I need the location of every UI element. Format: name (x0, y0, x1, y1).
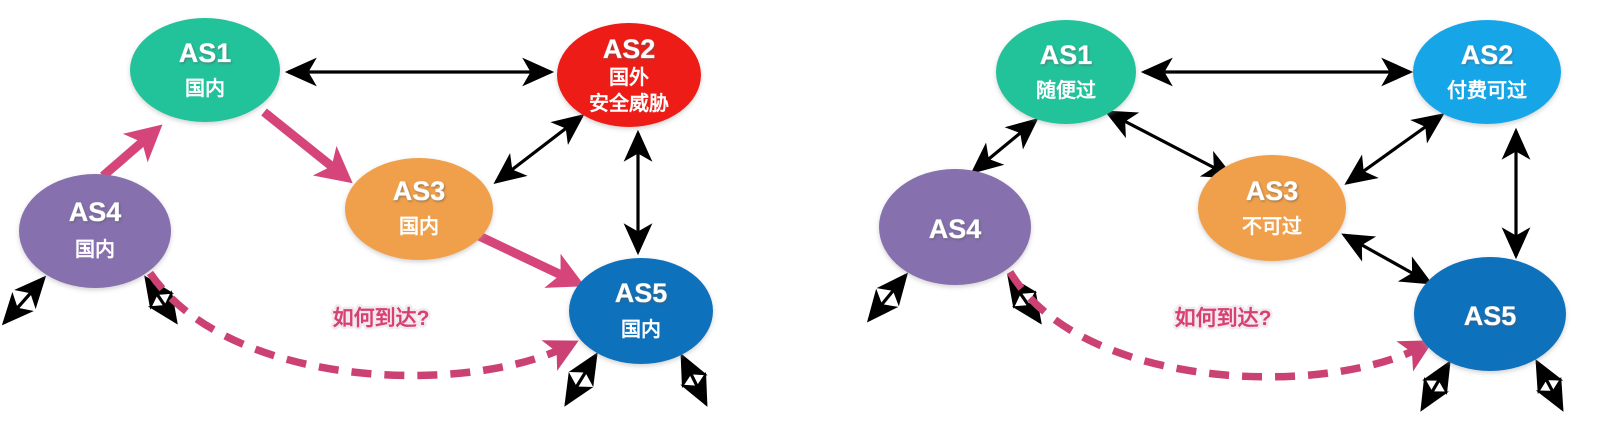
node-left-as2[interactable]: AS2 国外 安全威胁 (557, 23, 701, 127)
right-how-to-reach-label: 如何到达? (1175, 306, 1272, 330)
edge-left-as4-stub-left (1, 275, 47, 326)
node-left-as1-shape[interactable] (130, 18, 280, 122)
node-left-as4-sub: 国内 (75, 237, 115, 261)
node-left-as2-sub1: 国外 (609, 65, 649, 89)
edge-left-as5-stub-left (564, 352, 598, 407)
edge-right-as3-as5 (1341, 233, 1433, 285)
node-left-as3-id: AS3 (393, 176, 446, 206)
node-right-as1[interactable]: AS1 随便过 (996, 20, 1136, 124)
node-right-as2[interactable]: AS2 付费可过 (1413, 20, 1561, 124)
left-diagram-edges (1, 57, 708, 407)
node-left-as1[interactable]: AS1 国内 (130, 18, 280, 122)
edge-left-question-as4-as5 (146, 270, 579, 380)
node-left-as5-sub: 国内 (621, 317, 661, 341)
edge-right-as4-stub-left (866, 272, 909, 323)
node-right-as1-shape[interactable] (996, 20, 1136, 124)
node-left-as3[interactable]: AS3 国内 (345, 158, 493, 260)
right-diagram-nodes: AS1 随便过 AS2 付费可过 AS3 不可过 AS4 AS5 如 (879, 20, 1566, 371)
node-right-as4[interactable]: AS4 (879, 169, 1031, 285)
edge-left-as4-stub-right (144, 275, 178, 325)
node-left-as4[interactable]: AS4 国内 (19, 174, 171, 288)
edge-right-question-as4-as5 (1006, 270, 1434, 381)
left-diagram-nodes: AS1 国内 AS2 国外 安全威胁 AS3 国内 AS4 国内 (19, 18, 713, 364)
edge-right-as5-stub-right (1535, 359, 1564, 412)
node-right-as3-id: AS3 (1246, 176, 1299, 206)
edge-left-path-as1-as3 (261, 108, 353, 184)
node-left-as1-id: AS1 (179, 38, 232, 68)
edge-right-as5-stub-left (1420, 360, 1451, 412)
node-left-as4-shape[interactable] (19, 174, 171, 288)
right-diagram-edges (866, 57, 1564, 412)
node-right-as1-sub: 随便过 (1036, 78, 1096, 102)
edge-left-as5-stub-right (680, 353, 708, 407)
node-left-as5-shape[interactable] (569, 258, 713, 364)
node-left-as2-shape[interactable] (557, 23, 701, 127)
node-left-as3-shape[interactable] (345, 158, 493, 260)
node-right-as3-sub: 不可过 (1242, 215, 1302, 238)
node-right-as5-id: AS5 (1464, 301, 1517, 331)
node-right-as2-shape[interactable] (1413, 20, 1561, 124)
left-how-to-reach-label: 如何到达? (333, 306, 430, 330)
node-right-as2-sub: 付费可过 (1447, 78, 1527, 102)
edge-right-as3-as2 (1344, 113, 1445, 185)
edge-left-as3-as2 (493, 114, 585, 184)
edge-right-as1-as4 (970, 117, 1039, 175)
node-right-as1-id: AS1 (1040, 40, 1093, 70)
node-right-as3-shape[interactable] (1198, 155, 1346, 261)
edge-left-path-as3-as5 (475, 230, 585, 288)
edge-left-path-as4-as1 (100, 124, 163, 180)
node-left-as2-id: AS2 (603, 34, 656, 64)
node-left-as1-sub: 国内 (185, 76, 225, 100)
node-right-as5[interactable]: AS5 (1414, 257, 1566, 371)
node-right-as3[interactable]: AS3 不可过 (1198, 155, 1346, 261)
node-left-as5[interactable]: AS5 国内 (569, 258, 713, 364)
node-right-as4-id: AS4 (929, 214, 982, 244)
node-right-as4-shape[interactable] (879, 169, 1031, 285)
edge-right-as1-as3 (1104, 110, 1235, 179)
node-left-as5-id: AS5 (615, 278, 668, 308)
node-left-as4-id: AS4 (69, 197, 122, 227)
node-right-as2-id: AS2 (1461, 40, 1514, 70)
node-left-as2-sub2: 安全威胁 (589, 91, 669, 115)
node-right-as5-shape[interactable] (1414, 257, 1566, 371)
node-left-as3-sub: 国内 (399, 214, 439, 238)
